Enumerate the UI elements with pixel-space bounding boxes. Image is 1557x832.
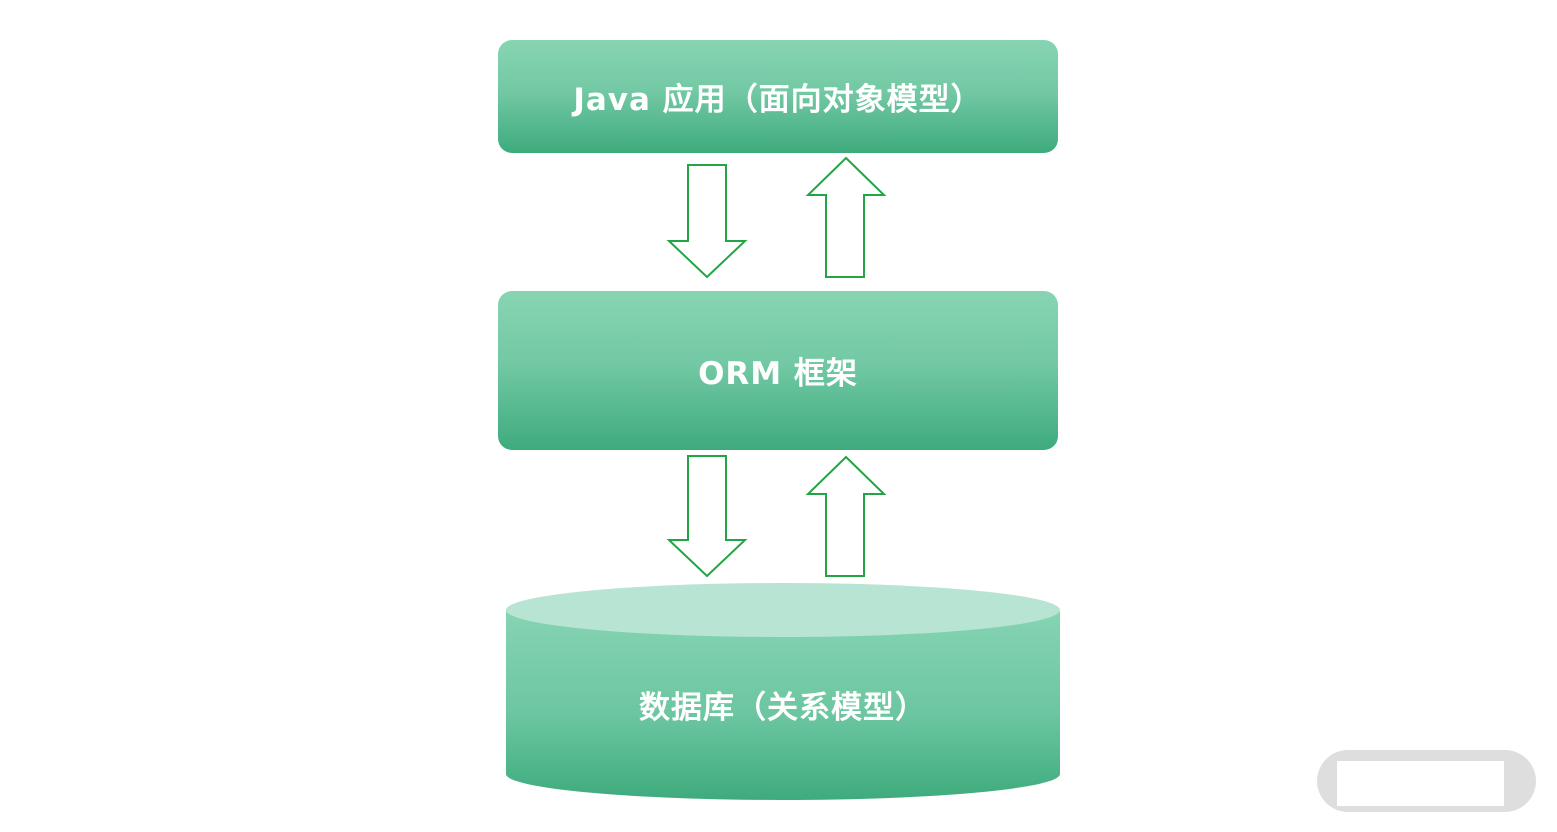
floating-widget[interactable] bbox=[1317, 750, 1536, 812]
database-label: 数据库（关系模型） bbox=[639, 690, 927, 726]
orm-framework-label: ORM 框架 bbox=[698, 356, 858, 392]
database-cylinder-shape bbox=[506, 583, 1060, 800]
arrow-up-mid-to-top bbox=[805, 156, 887, 278]
floating-widget-inner bbox=[1337, 761, 1504, 806]
arrow-down-mid-to-db bbox=[666, 455, 748, 578]
orm-framework-box: ORM 框架 bbox=[498, 291, 1058, 450]
arrow-up-db-to-mid bbox=[805, 455, 887, 577]
java-application-box: Java 应用（面向对象模型） bbox=[498, 40, 1058, 153]
java-application-label: Java 应用（面向对象模型） bbox=[573, 82, 983, 118]
database-cylinder: 数据库（关系模型） bbox=[506, 582, 1060, 804]
arrow-down-top-to-mid bbox=[666, 164, 748, 279]
